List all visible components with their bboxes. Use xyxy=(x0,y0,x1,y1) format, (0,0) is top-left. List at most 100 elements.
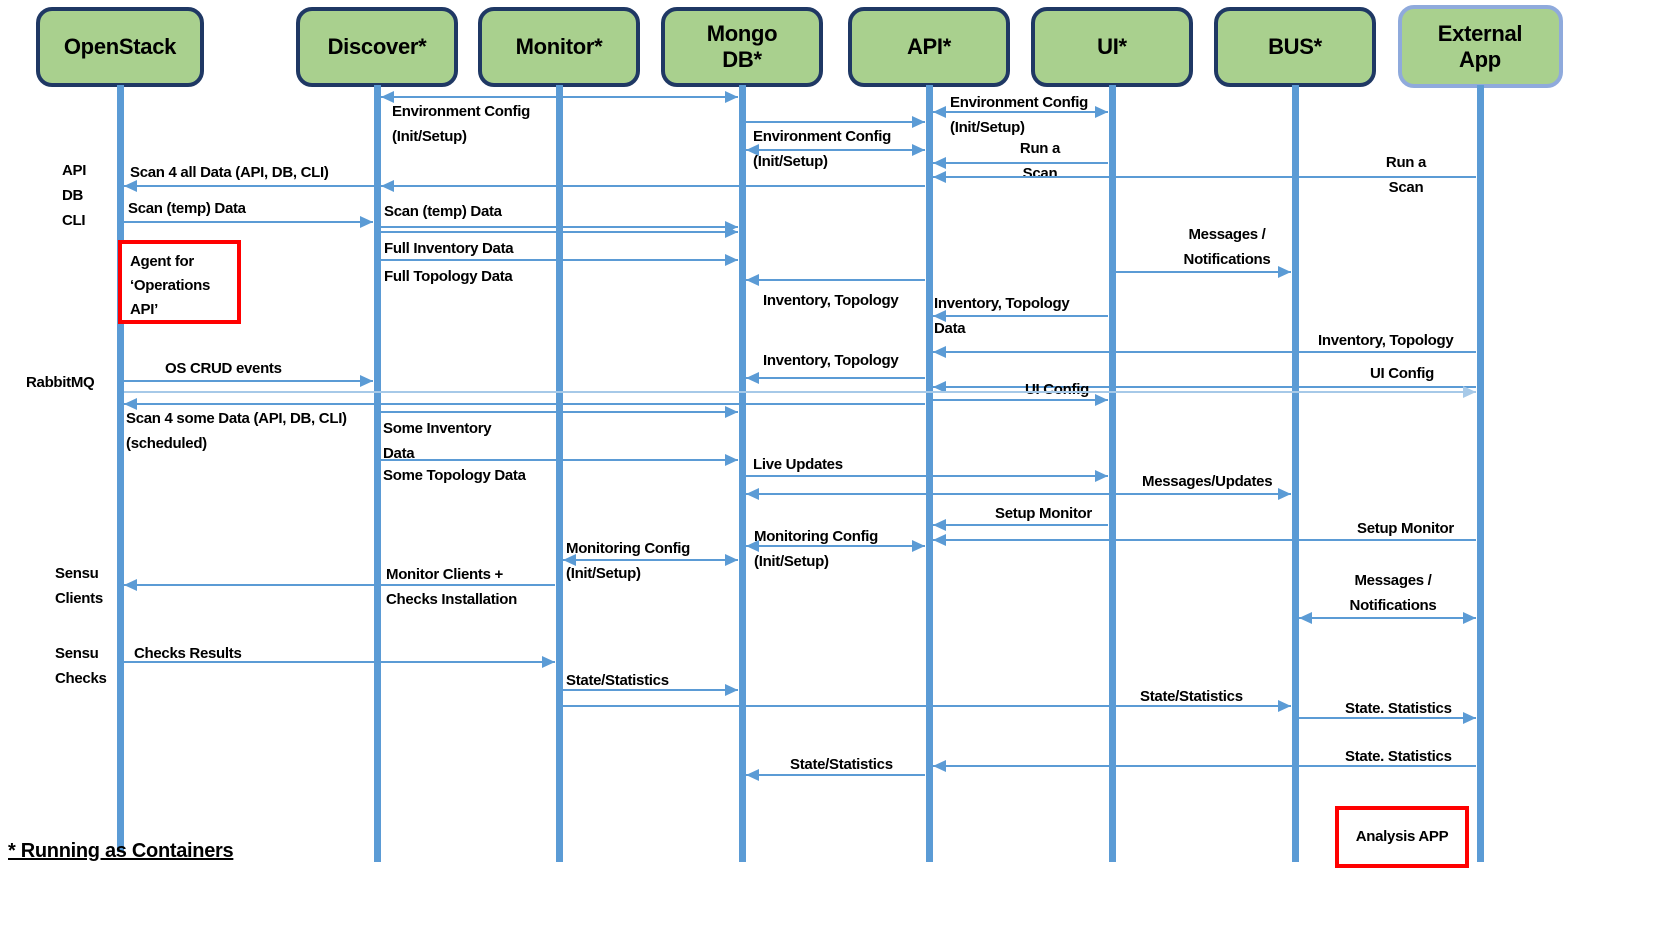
message-label: Messages / Notifications xyxy=(1183,226,1271,268)
arrowhead-right xyxy=(1278,700,1291,712)
message-label: Monitoring Config (Init/Setup) xyxy=(566,540,691,582)
arrowhead-left xyxy=(563,554,576,566)
message-label: Inventory, Topology xyxy=(763,352,899,369)
message-label: Some Topology Data xyxy=(383,467,526,484)
message-label: Checks Results xyxy=(134,645,242,662)
arrowhead-right xyxy=(912,116,925,128)
message-label: State/Statistics xyxy=(1140,688,1243,705)
message-label: Full Topology Data xyxy=(384,268,513,285)
message-line-mongodb-to-api xyxy=(746,149,925,151)
message-line-ui-to-api xyxy=(933,162,1108,164)
message-label: OS CRUD events xyxy=(165,360,282,377)
message-label: State. Statistics xyxy=(1345,700,1452,717)
message-line-mongodb-to-bus xyxy=(746,493,1291,495)
arrowhead-left xyxy=(933,157,946,169)
message-label: Some Inventory Data xyxy=(383,420,492,462)
message-line-api-to-openstack xyxy=(124,403,925,405)
message-label: Messages / Notifications xyxy=(1349,572,1437,614)
message-label: Inventory, Topology xyxy=(1318,332,1454,349)
arrowhead-left xyxy=(933,171,946,183)
arrowhead-left xyxy=(933,760,946,772)
message-label: Messages/Updates xyxy=(1142,473,1273,490)
arrowhead-right xyxy=(1278,488,1291,500)
message-label: Run a Scan xyxy=(1385,154,1427,196)
arrowhead-right xyxy=(360,375,373,387)
arrowhead-left xyxy=(746,488,759,500)
message-line-openstack-to-discover xyxy=(124,380,373,382)
note-analysis-app: Analysis APP xyxy=(1335,806,1469,868)
lifeline-mongodb xyxy=(738,85,746,862)
message-line-monitor-to-mongodb xyxy=(563,559,738,561)
arrowhead-right xyxy=(725,554,738,566)
arrowhead-right xyxy=(1095,470,1108,482)
actor-box-external: External App xyxy=(1397,5,1563,88)
arrowhead-left xyxy=(933,106,946,118)
arrowhead-left xyxy=(381,91,394,103)
message-line-api-to-ui xyxy=(933,399,1108,401)
side-label-rabbitmq: RabbitMQ xyxy=(26,374,95,391)
arrowhead-left xyxy=(933,346,946,358)
arrowhead-right xyxy=(725,406,738,418)
message-label: UI Config xyxy=(1025,381,1089,398)
message-label: Inventory, Topology Data xyxy=(934,295,1070,337)
message-label: Full Inventory Data xyxy=(384,240,514,257)
actor-label-ui: UI* xyxy=(1097,34,1127,59)
message-label: Setup Monitor xyxy=(995,505,1092,522)
message-line-ui-to-bus xyxy=(1116,271,1291,273)
message-line-mongodb-to-ui xyxy=(746,475,1108,477)
message-line-api-to-mongodb xyxy=(746,279,925,281)
actor-label-monitor: Monitor* xyxy=(515,34,603,59)
arrowhead-right xyxy=(912,144,925,156)
arrowhead-left xyxy=(746,769,759,781)
message-label: Scan (temp) Data xyxy=(384,203,502,220)
arrowhead-left xyxy=(746,144,759,156)
message-label: Setup Monitor xyxy=(1357,520,1454,537)
message-line-monitor-to-openstack xyxy=(124,584,555,586)
arrowhead-left xyxy=(1299,612,1312,624)
actor-box-ui: UI* xyxy=(1031,7,1193,87)
message-line-api-to-openstack xyxy=(124,185,925,187)
actor-label-bus: BUS* xyxy=(1268,34,1322,59)
message-line-external-to-api xyxy=(933,176,1476,178)
message-label: Environment Config (Init/Setup) xyxy=(392,103,530,145)
note-agent-operations-api: Agent for ‘Operations API’ xyxy=(118,240,241,324)
actor-label-api: API* xyxy=(906,34,952,59)
actor-box-monitor: Monitor* xyxy=(478,7,640,87)
message-label: Monitoring Config (Init/Setup) xyxy=(754,528,879,570)
message-line-api-to-ui xyxy=(933,111,1108,113)
message-line-external-to-api xyxy=(933,539,1476,541)
actor-box-api: API* xyxy=(848,7,1010,87)
message-line-discover-to-mongodb xyxy=(381,459,738,461)
arrowhead-right xyxy=(725,454,738,466)
arrowhead-right xyxy=(1463,612,1476,624)
message-line-bus-to-external xyxy=(1299,617,1476,619)
message-label: UI Config xyxy=(1370,365,1434,382)
arrowhead-left xyxy=(124,180,137,192)
message-label: State. Statistics xyxy=(1345,748,1452,765)
actor-box-openstack: OpenStack xyxy=(36,7,204,87)
lifeline-external xyxy=(1476,85,1484,862)
message-line-monitor-to-mongodb xyxy=(563,689,738,691)
message-label: Environment Config (Init/Setup) xyxy=(753,128,891,170)
arrowhead-right xyxy=(1463,386,1476,398)
message-line-mongodb-to-api xyxy=(746,121,925,123)
arrowhead-right xyxy=(1095,394,1108,406)
lifeline-bus xyxy=(1291,85,1299,862)
arrowhead-right xyxy=(725,254,738,266)
message-line-ui-to-api xyxy=(933,524,1108,526)
arrowhead-left xyxy=(746,372,759,384)
lifeline-ui xyxy=(1108,85,1116,862)
arrowhead-right xyxy=(1463,712,1476,724)
message-line-discover-to-mongodb xyxy=(381,226,738,228)
message-label: Live Updates xyxy=(753,456,843,473)
actor-label-discover: Discover* xyxy=(327,34,427,59)
arrowhead-right xyxy=(542,656,555,668)
arrowhead-left xyxy=(124,579,137,591)
arrowhead-left xyxy=(933,534,946,546)
arrowhead-right xyxy=(1278,266,1291,278)
arrowhead-right xyxy=(725,91,738,103)
arrowhead-right xyxy=(725,226,738,238)
side-label-sensu-clients: Sensu Clients xyxy=(55,565,103,607)
actor-box-mongodb: Mongo DB* xyxy=(661,7,823,87)
lifeline-api xyxy=(925,85,933,862)
